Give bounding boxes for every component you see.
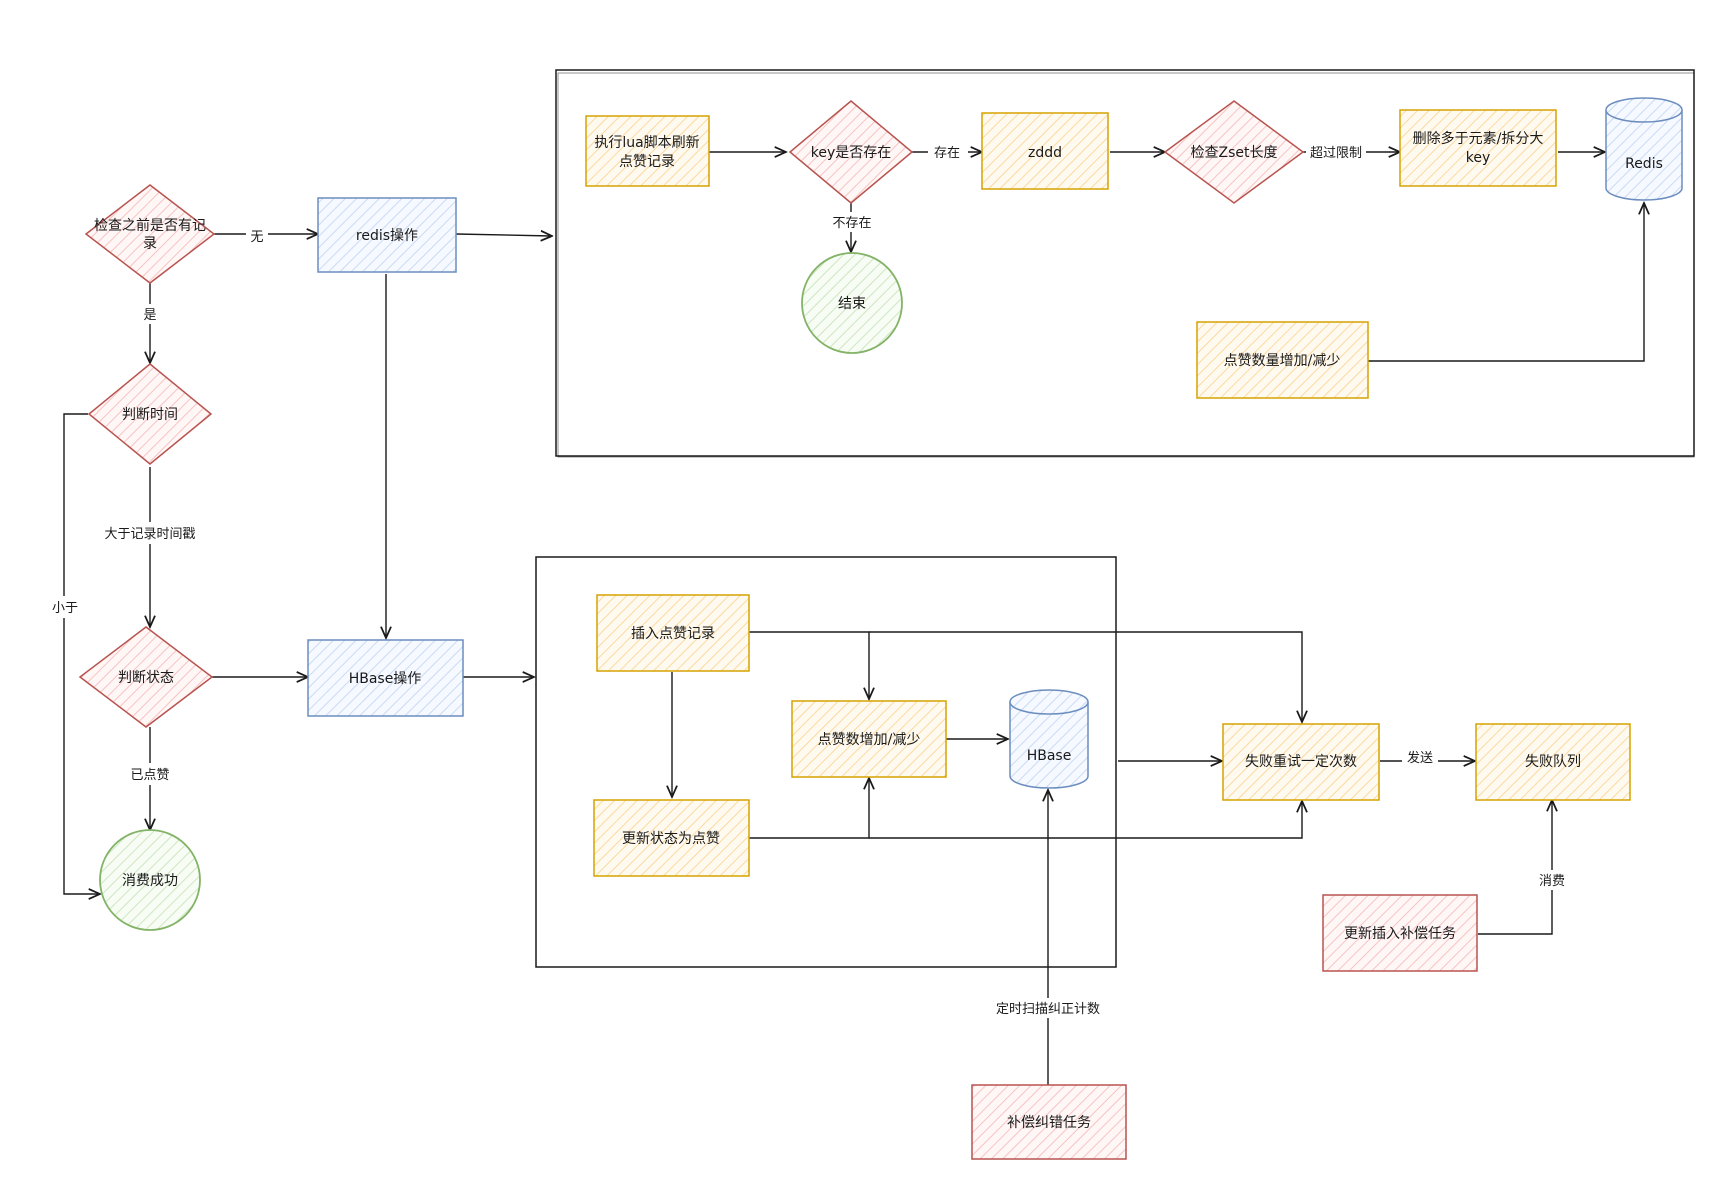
redis-database-label: Redis [1625, 156, 1663, 172]
svg-text:点赞数量增加/减少: 点赞数量增加/减少 [1224, 353, 1341, 369]
hbase-process-group [535, 556, 1117, 968]
edge-insert-to-likecount [749, 631, 869, 699]
redis-process-group [555, 69, 1695, 458]
redis-database-node[interactable]: Redis [1605, 97, 1683, 201]
like-count-hbase-node[interactable]: 点赞数增加/减少 [791, 700, 947, 778]
check-zset-length-node[interactable]: 检查Zset长度 [1163, 100, 1305, 204]
check-previous-record-label-1: 检查之前是否有记 [94, 217, 206, 234]
svg-text:更新状态为点赞: 更新状态为点赞 [622, 831, 720, 847]
edge-label-none: 无 [250, 230, 263, 245]
edge-likecount-to-redisdb [1368, 203, 1644, 362]
edge-insert-to-retry [869, 631, 1302, 722]
consume-success-node[interactable]: 消费成功 [99, 829, 201, 931]
retry-node[interactable]: 失败重试一定次数 [1222, 723, 1380, 801]
edge-update-to-likecount [749, 778, 869, 839]
svg-text:判断状态: 判断状态 [118, 670, 174, 686]
svg-text:结束: 结束 [838, 296, 866, 312]
check-zset-length-label: 检查Zset长度 [1191, 145, 1278, 161]
check-previous-record-label-2: 录 [143, 236, 157, 252]
edge-label-consume: 消费 [1539, 874, 1565, 889]
key-exists-node[interactable]: key是否存在 [788, 100, 914, 204]
delete-split-label-2: key [1466, 150, 1491, 166]
like-count-redis-node[interactable]: 点赞数量增加/减少 [1196, 321, 1369, 399]
edge-label-send: 发送 [1407, 750, 1433, 766]
execute-lua-label-1: 执行lua脚本刷新 [594, 135, 699, 151]
compensation-task-label: 补偿纠错任务 [1007, 1115, 1091, 1131]
update-state-liked-node[interactable]: 更新状态为点赞 [593, 799, 750, 877]
svg-text:插入点赞记录: 插入点赞记录 [631, 626, 715, 642]
svg-text:HBase: HBase [1027, 748, 1072, 764]
insert-like-record-node[interactable]: 插入点赞记录 [596, 594, 750, 672]
check-previous-record-node[interactable]: 检查之前是否有记 录 [84, 184, 216, 284]
edge-label-yes: 是 [143, 308, 156, 323]
insert-like-record-label: 插入点赞记录 [631, 626, 715, 642]
svg-text:Redis: Redis [1625, 156, 1663, 172]
redis-operation-node[interactable]: redis操作 [317, 197, 457, 273]
judge-state-label: 判断状态 [118, 670, 174, 686]
update-compensation-label: 更新插入补偿任务 [1344, 926, 1456, 942]
judge-state-node[interactable]: 判断状态 [78, 626, 214, 728]
edge-labels: 无 是 大于记录时间戳 小于 已点赞 存在 不存在 超过限制 发送 消费 定时扫… [50, 142, 1570, 1018]
end-node[interactable]: 结束 [801, 252, 903, 354]
svg-text:点赞数增加/减少: 点赞数增加/减少 [818, 732, 921, 748]
zddd-node[interactable]: zddd [981, 112, 1109, 190]
svg-text:删除多于元素/拆分大: 删除多于元素/拆分大 [1413, 130, 1544, 147]
svg-text:失败队列: 失败队列 [1525, 754, 1581, 770]
edge-label-not-exists: 不存在 [832, 216, 871, 231]
edge-label-less: 小于 [52, 601, 78, 616]
execute-lua-label-2: 点赞记录 [619, 154, 675, 170]
svg-text:HBase操作: HBase操作 [349, 671, 422, 687]
svg-text:录: 录 [143, 236, 157, 252]
hbase-database-node[interactable]: HBase [1009, 689, 1089, 789]
svg-text:失败重试一定次数: 失败重试一定次数 [1245, 754, 1357, 770]
svg-text:判断时间: 判断时间 [122, 407, 178, 423]
svg-text:执行lua脚本刷新: 执行lua脚本刷新 [594, 135, 699, 151]
svg-text:检查Zset长度: 检查Zset长度 [1191, 145, 1278, 161]
delete-split-node[interactable]: 删除多于元素/拆分大 key [1399, 109, 1557, 187]
svg-text:检查之前是否有记: 检查之前是否有记 [94, 217, 206, 234]
judge-time-label: 判断时间 [122, 407, 178, 423]
hbase-database-label: HBase [1027, 748, 1072, 764]
execute-lua-node[interactable]: 执行lua脚本刷新 点赞记录 [585, 115, 710, 187]
svg-text:消费成功: 消费成功 [122, 873, 178, 889]
like-count-redis-label: 点赞数量增加/减少 [1224, 353, 1341, 369]
fail-queue-node[interactable]: 失败队列 [1475, 723, 1631, 801]
fail-queue-label: 失败队列 [1525, 754, 1581, 770]
update-state-liked-label: 更新状态为点赞 [622, 831, 720, 847]
svg-text:点赞记录: 点赞记录 [619, 154, 675, 170]
edge-label-scheduled-scan: 定时扫描纠正计数 [996, 1002, 1100, 1017]
key-exists-label: key是否存在 [811, 145, 892, 161]
svg-text:更新插入补偿任务: 更新插入补偿任务 [1344, 926, 1456, 942]
end-label: 结束 [838, 296, 866, 312]
retry-label: 失败重试一定次数 [1245, 754, 1357, 770]
consume-success-label: 消费成功 [122, 873, 178, 889]
edge-updatecomp-to-failqueue [1478, 800, 1552, 935]
judge-time-node[interactable]: 判断时间 [87, 363, 213, 465]
svg-text:key是否存在: key是否存在 [811, 145, 892, 161]
hbase-operation-node[interactable]: HBase操作 [307, 639, 464, 717]
svg-text:key: key [1466, 150, 1491, 166]
compensation-task-node[interactable]: 补偿纠错任务 [971, 1084, 1127, 1160]
svg-text:redis操作: redis操作 [356, 228, 418, 244]
edge-judgetime-to-success [63, 413, 100, 894]
edge-update-to-retry [869, 801, 1302, 839]
delete-split-label-1: 删除多于元素/拆分大 [1413, 130, 1544, 147]
update-compensation-node[interactable]: 更新插入补偿任务 [1322, 894, 1478, 972]
svg-text:补偿纠错任务: 补偿纠错任务 [1007, 1115, 1091, 1131]
edge-label-greater-timestamp: 大于记录时间戳 [104, 527, 195, 542]
edge-label-liked: 已点赞 [130, 768, 169, 783]
redis-operation-label: redis操作 [356, 228, 418, 244]
edge-label-exists: 存在 [934, 146, 960, 161]
hbase-operation-label: HBase操作 [349, 671, 422, 687]
edge-label-over-limit: 超过限制 [1310, 146, 1362, 161]
zddd-label: zddd [1028, 145, 1062, 161]
edge-redisop-to-group [455, 234, 552, 236]
svg-text:zddd: zddd [1028, 145, 1062, 161]
like-count-hbase-label: 点赞数增加/减少 [818, 732, 921, 748]
